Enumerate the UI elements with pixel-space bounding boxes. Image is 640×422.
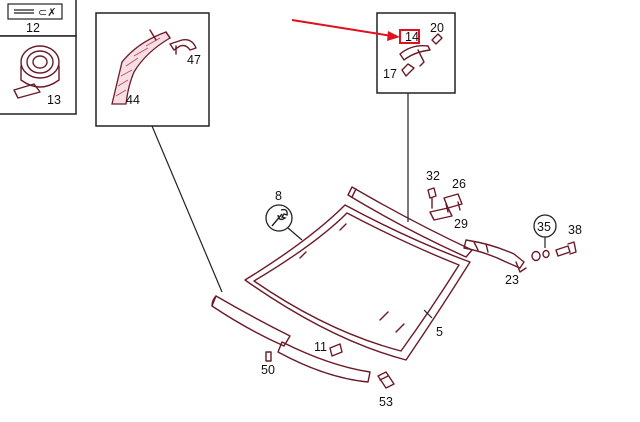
tape-roll-icon [13,45,60,99]
callout-53: 53 [379,395,393,409]
mount-rail-part-23 [463,239,527,273]
callout-47: 47 [187,53,201,67]
callout-26: 26 [452,177,466,191]
lower-seal-strip-left [211,295,291,347]
callout-13: 13 [47,93,61,107]
clip-part-53 [377,371,395,389]
callout-29: 29 [454,217,468,231]
bracket-parts-26-29-32 [427,187,463,221]
callout-8: 8 [275,189,282,203]
callout-12: 12 [26,21,40,35]
clip-part-50 [265,351,272,362]
callout-38: 38 [568,223,582,237]
callout-5: 5 [436,325,443,339]
callout-20: 20 [430,21,444,35]
leader-8 [287,227,303,241]
callout-23: 23 [505,273,519,287]
lower-seal-strip-right [277,341,371,383]
fastener-parts-35-38 [531,214,577,262]
inset-44-47: 44 47 [95,12,210,127]
windshield-glass-part-5 [244,204,471,361]
upper-trim-strip [347,186,473,258]
trim-clip-parts [399,33,443,77]
inset-13-box [0,35,77,115]
callout-17: 17 [383,67,397,81]
svg-text:⊂✗: ⊂✗ [38,6,56,19]
clip-part-47 [169,38,197,55]
inset-14-20-17: 14 20 17 [376,12,456,94]
highlight-arrow [291,19,400,41]
leader-44 [151,125,223,293]
inset-12-box [0,0,77,37]
wrench-icon [265,204,293,232]
callout-32: 32 [426,169,440,183]
callout-50: 50 [261,363,275,377]
highlight-box-14 [399,29,420,44]
inset-12-13: ⊂✗ 12 13 [0,0,77,115]
adhesive-kit-icon: ⊂✗ [7,3,63,20]
callout-14: 14 [405,30,419,44]
callout-11: 11 [314,340,327,354]
inset-44-box [95,12,210,127]
callout-35: 35 [537,220,551,234]
cowl-seal-part-44 [111,29,171,105]
callout-44: 44 [126,93,140,107]
